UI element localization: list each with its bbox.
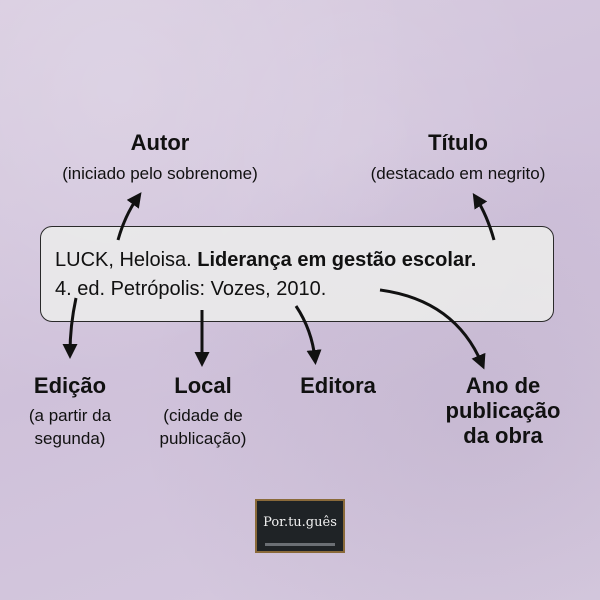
logo-chalk-ledge bbox=[265, 543, 335, 546]
place-note-1: (cidade de bbox=[163, 406, 243, 425]
author-note: (iniciado pelo sobrenome) bbox=[62, 164, 258, 183]
title-label: Título bbox=[428, 130, 488, 155]
year-label-2: publicação bbox=[445, 398, 561, 423]
publisher-label: Editora bbox=[300, 373, 376, 398]
reference-box: LUCK, Heloisa. Liderança em gestão escol… bbox=[40, 226, 554, 322]
title-note: (destacado em negrito) bbox=[370, 164, 546, 183]
reference-line-2: 4. ed. Petrópolis: Vozes, 2010. bbox=[55, 278, 327, 300]
year-label-3: da obra bbox=[463, 423, 543, 448]
arrow-title bbox=[472, 192, 496, 241]
portugues-logo: Por.tu.guês bbox=[255, 499, 345, 553]
reference-title: Liderança em gestão escolar. bbox=[197, 249, 477, 271]
edition-note-1: (a partir da bbox=[28, 406, 112, 425]
arrow-author bbox=[116, 192, 142, 241]
edition-note-2: segunda) bbox=[34, 429, 106, 448]
reference-author: LUCK, Heloisa. bbox=[55, 249, 198, 271]
logo-text: Por.tu.guês bbox=[263, 515, 337, 530]
reference-line-1: LUCK, Heloisa. Liderança em gestão escol… bbox=[55, 249, 476, 272]
place-label: Local bbox=[174, 373, 232, 398]
place-note-2: publicação) bbox=[159, 429, 247, 448]
arrow-edition bbox=[62, 297, 78, 359]
arrow-year bbox=[379, 288, 486, 370]
author-label: Autor bbox=[130, 130, 190, 155]
edition-label: Edição bbox=[33, 373, 107, 398]
year-label-1: Ano de bbox=[465, 373, 541, 398]
arrow-publisher bbox=[294, 305, 322, 365]
